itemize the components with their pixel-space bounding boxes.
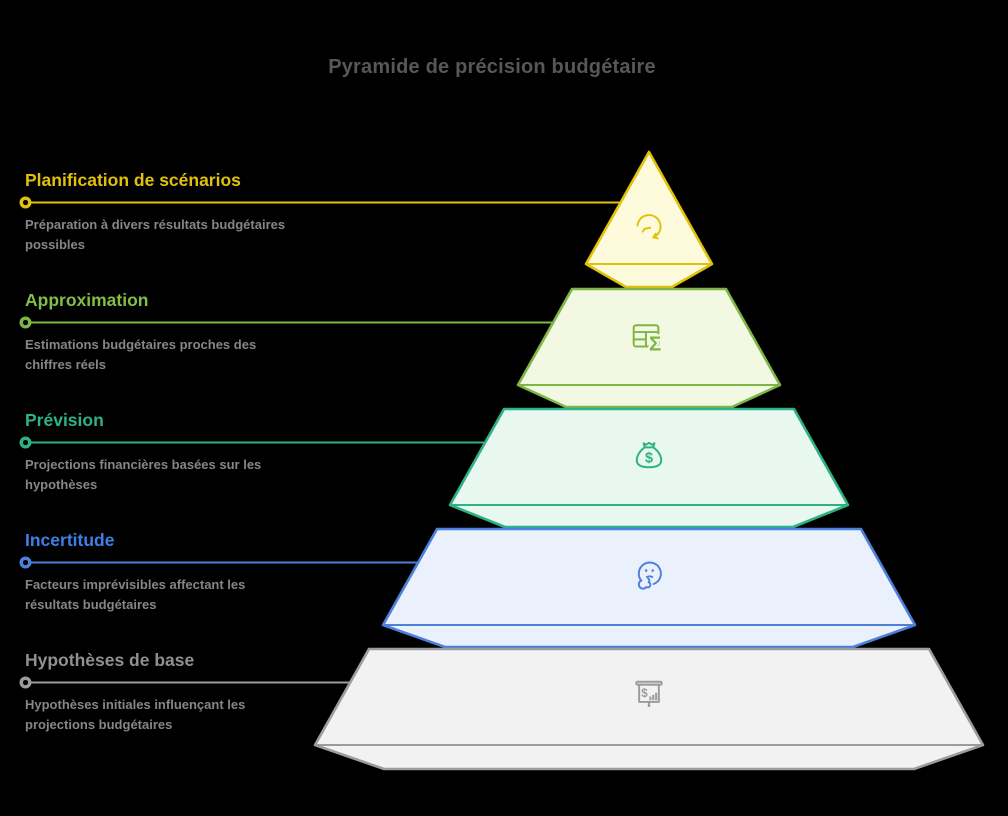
- level-heading: Incertitude: [25, 530, 115, 550]
- level-label-planification: Planification de scénarios Préparation à…: [25, 170, 305, 254]
- page-title: Pyramide de précision budgétaire: [328, 56, 656, 78]
- presentation-chart-icon: $: [635, 680, 663, 708]
- level-heading: Planification de scénarios: [25, 170, 241, 190]
- level-description: Projections financières basées sur les h…: [25, 457, 262, 492]
- level-face: [584, 150, 714, 289]
- level-heading: Hypothèses de base: [25, 650, 195, 670]
- leader-dot: [19, 556, 32, 569]
- pyramid-level-approximation: Σ: [516, 287, 782, 409]
- leader-dot: [19, 316, 32, 329]
- pyramid-level-planification: [584, 150, 714, 289]
- svg-text:Σ: Σ: [649, 333, 661, 355]
- level-description: Facteurs imprévisibles affectant les rés…: [25, 577, 246, 612]
- level-label-approximation: Approximation Estimations budgétaires pr…: [25, 290, 305, 374]
- leader-dot: [19, 196, 32, 209]
- svg-text:$: $: [641, 686, 648, 700]
- level-description: Hypothèses initiales influençant les pro…: [25, 697, 246, 732]
- level-face: [313, 647, 985, 771]
- level-heading: Approximation: [25, 290, 149, 310]
- pyramid-level-prevision: $: [448, 407, 850, 529]
- table-sum-icon: Σ: [632, 324, 663, 358]
- leader-dot: [19, 436, 32, 449]
- svg-text:$: $: [645, 450, 653, 466]
- leader-dot: [19, 676, 32, 689]
- level-label-hypotheses: Hypothèses de base Hypothèses initiales …: [25, 650, 305, 734]
- level-heading: Prévision: [25, 410, 104, 430]
- level-label-incertitude: Incertitude Facteurs imprévisibles affec…: [25, 530, 305, 614]
- level-description: Estimations budgétaires proches des chif…: [25, 337, 257, 372]
- level-description: Préparation à divers résultats budgétair…: [25, 217, 286, 252]
- rotate-arrow-icon: [636, 214, 662, 240]
- level-label-prevision: Prévision Projections financières basées…: [25, 410, 305, 494]
- thinking-face-icon: [637, 561, 662, 590]
- pyramid-level-hypotheses: $: [313, 647, 985, 771]
- money-bag-icon: $: [635, 441, 663, 469]
- pyramid-level-incertitude: [381, 527, 917, 649]
